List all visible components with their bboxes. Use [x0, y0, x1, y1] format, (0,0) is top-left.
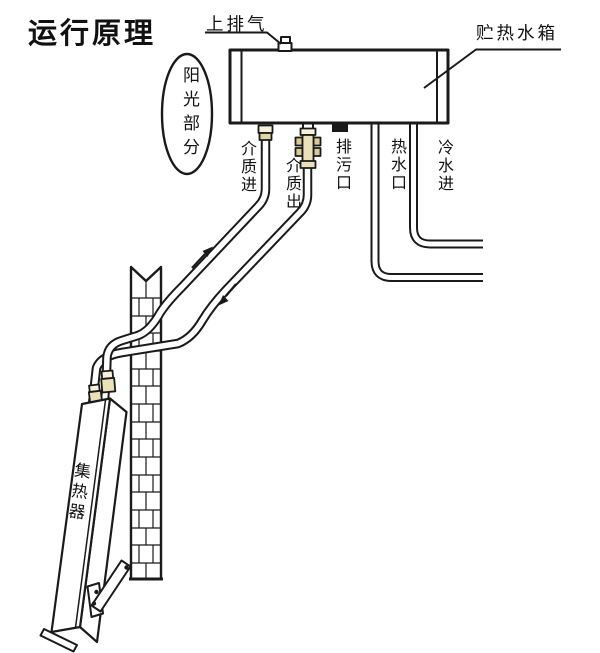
pipe-connector-a: [100, 369, 117, 394]
label-exhaust-top: 上排气: [206, 14, 268, 34]
storage-tank: [228, 48, 450, 125]
label-medium-in: 介质进: [238, 140, 255, 194]
pipe-medium-out: [89, 167, 313, 387]
label-sunlight-section: 阳光部分: [180, 66, 199, 162]
tank-label-leader: [423, 48, 561, 89]
label-drain-port: 排污口: [333, 138, 350, 192]
flow-arrow-down: [218, 283, 237, 306]
label-storage-tank: 贮热水箱: [476, 23, 558, 43]
medium-out-valve: [294, 122, 322, 169]
label-hot-water-port: 热水口: [388, 138, 405, 192]
page-title: 运行原理: [28, 18, 157, 50]
sunlight-ellipse: [160, 52, 214, 176]
support-strut: [86, 559, 132, 618]
cold-water-pipe: [409, 123, 485, 249]
exhaust-label-leader: [205, 31, 282, 45]
label-medium-out: 介质出: [283, 157, 300, 211]
medium-in-connector: [257, 124, 274, 141]
drain-outlet: [332, 123, 348, 132]
exhaust-valve-icon: [277, 36, 293, 52]
flow-arrow-up: [191, 246, 213, 269]
label-cold-water-in: 冷水进: [435, 139, 452, 193]
pipe-medium-in: [101, 139, 271, 373]
collector-panel: [39, 397, 128, 653]
hot-water-pipe: [370, 123, 485, 282]
